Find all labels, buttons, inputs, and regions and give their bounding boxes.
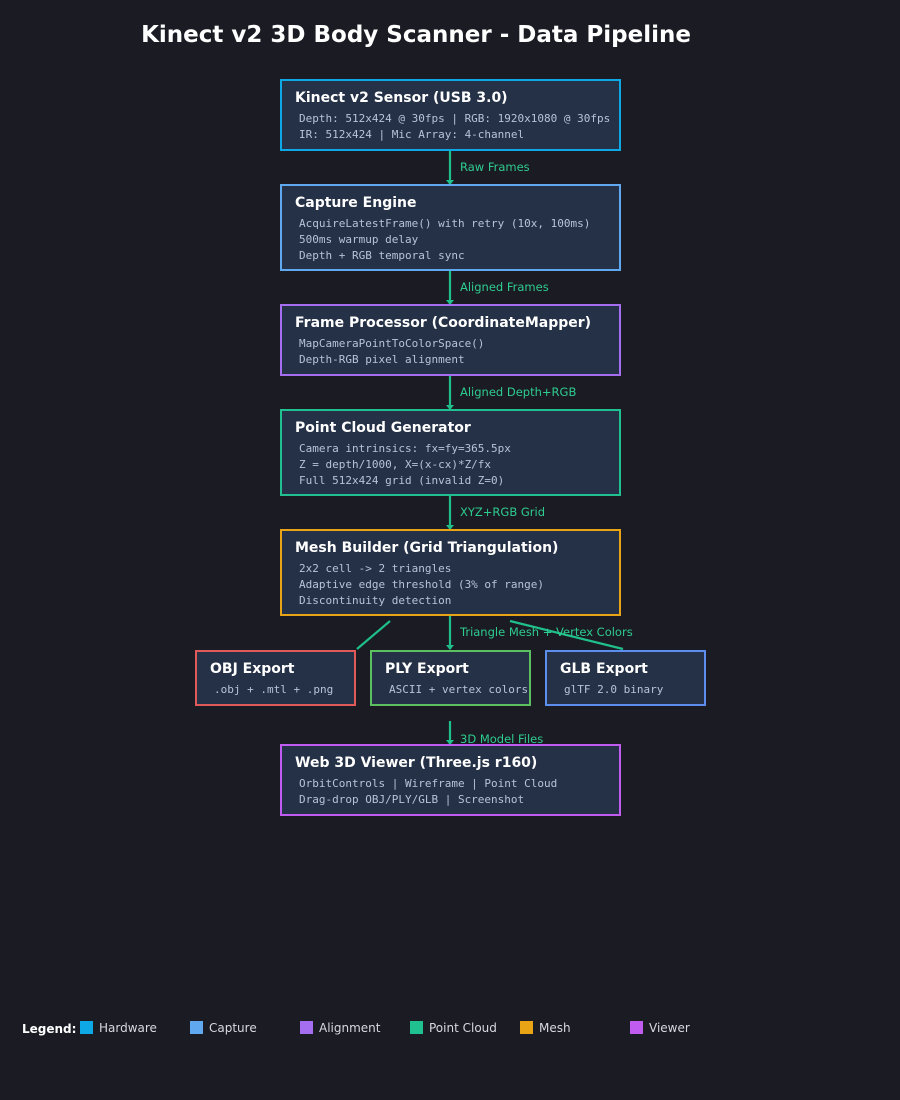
diagram-title: Kinect v2 3D Body Scanner - Data Pipelin…: [141, 22, 691, 48]
legend-label: Mesh: [539, 1021, 571, 1035]
node-title: Capture Engine: [295, 195, 417, 211]
legend-item-viewer: Viewer: [630, 1021, 690, 1035]
node-mesh-builder: Mesh Builder (Grid Triangulation) 2x2 ce…: [280, 529, 621, 616]
legend-item-hardware: Hardware: [80, 1021, 157, 1035]
node-line: glTF 2.0 binary: [564, 683, 664, 696]
node-line: Depth-RGB pixel alignment: [299, 353, 465, 366]
node-line: Depth: 512x424 @ 30fps | RGB: 1920x1080 …: [299, 112, 611, 125]
node-glb-export: GLB Export glTF 2.0 binary: [545, 650, 706, 706]
node-ply-export: PLY Export ASCII + vertex colors: [370, 650, 531, 706]
node-line: Z = depth/1000, X=(x-cx)*Z/fx: [299, 458, 492, 471]
node-line: Drag-drop OBJ/PLY/GLB | Screenshot: [299, 793, 525, 806]
node-title: PLY Export: [385, 661, 469, 677]
node-line: 500ms warmup delay: [299, 233, 419, 246]
legend-item-mesh: Mesh: [520, 1021, 571, 1035]
node-line: .obj + .mtl + .png: [214, 683, 334, 696]
node-line: 2x2 cell -> 2 triangles: [299, 562, 452, 575]
edge-label-aligned-depth-rgb: Aligned Depth+RGB: [460, 385, 577, 399]
edge-label-xyz-rgb-grid: XYZ+RGB Grid: [460, 505, 545, 519]
legend-swatch: [410, 1021, 423, 1034]
node-kinect-sensor: Kinect v2 Sensor (USB 3.0) Depth: 512x42…: [280, 79, 621, 151]
node-point-cloud-generator: Point Cloud Generator Camera intrinsics:…: [280, 409, 621, 496]
node-capture-engine: Capture Engine AcquireLatestFrame() with…: [280, 184, 621, 271]
node-title: Frame Processor (CoordinateMapper): [295, 315, 592, 331]
node-line: ASCII + vertex colors: [389, 683, 529, 696]
legend-swatch: [630, 1021, 643, 1034]
edge-mesh-obj: [356, 620, 391, 650]
node-title: OBJ Export: [210, 661, 295, 677]
legend-swatch: [80, 1021, 93, 1034]
node-web-3d-viewer: Web 3D Viewer (Three.js r160) OrbitContr…: [280, 744, 621, 816]
node-line: Adaptive edge threshold (3% of range): [299, 578, 545, 591]
edge-mesh-glb: [509, 619, 624, 651]
node-title: Mesh Builder (Grid Triangulation): [295, 540, 559, 556]
node-frame-processor: Frame Processor (CoordinateMapper) MapCa…: [280, 304, 621, 376]
node-obj-export: OBJ Export .obj + .mtl + .png: [195, 650, 356, 706]
legend-title: Legend:: [22, 1022, 77, 1036]
legend-swatch: [300, 1021, 313, 1034]
node-line: OrbitControls | Wireframe | Point Cloud: [299, 777, 558, 790]
node-title: GLB Export: [560, 661, 648, 677]
edge-label-raw-frames: Raw Frames: [460, 160, 530, 174]
node-line: Depth + RGB temporal sync: [299, 249, 465, 262]
node-line: Full 512x424 grid (invalid Z=0): [299, 474, 505, 487]
node-title: Kinect v2 Sensor (USB 3.0): [295, 90, 508, 106]
node-line: IR: 512x424 | Mic Array: 4-channel: [299, 128, 525, 141]
node-title: Web 3D Viewer (Three.js r160): [295, 755, 538, 771]
node-line: Camera intrinsics: fx=fy=365.5px: [299, 442, 511, 455]
legend-label: Point Cloud: [429, 1021, 497, 1035]
legend-label: Hardware: [99, 1021, 157, 1035]
legend-item-capture: Capture: [190, 1021, 257, 1035]
edge-label-triangle-mesh: Triangle Mesh + Vertex Colors: [460, 625, 633, 639]
node-line: Discontinuity detection: [299, 594, 452, 607]
legend-label: Alignment: [319, 1021, 381, 1035]
node-title: Point Cloud Generator: [295, 420, 471, 436]
node-line: AcquireLatestFrame() with retry (10x, 10…: [299, 217, 591, 230]
legend-swatch: [520, 1021, 533, 1034]
edge-label-model-files: 3D Model Files: [460, 732, 544, 746]
legend-item-point-cloud: Point Cloud: [410, 1021, 497, 1035]
legend-label: Viewer: [649, 1021, 690, 1035]
edge-label-aligned-frames: Aligned Frames: [460, 280, 549, 294]
legend-swatch: [190, 1021, 203, 1034]
node-line: MapCameraPointToColorSpace(): [299, 337, 485, 350]
legend-item-alignment: Alignment: [300, 1021, 380, 1035]
legend-label: Capture: [209, 1021, 257, 1035]
